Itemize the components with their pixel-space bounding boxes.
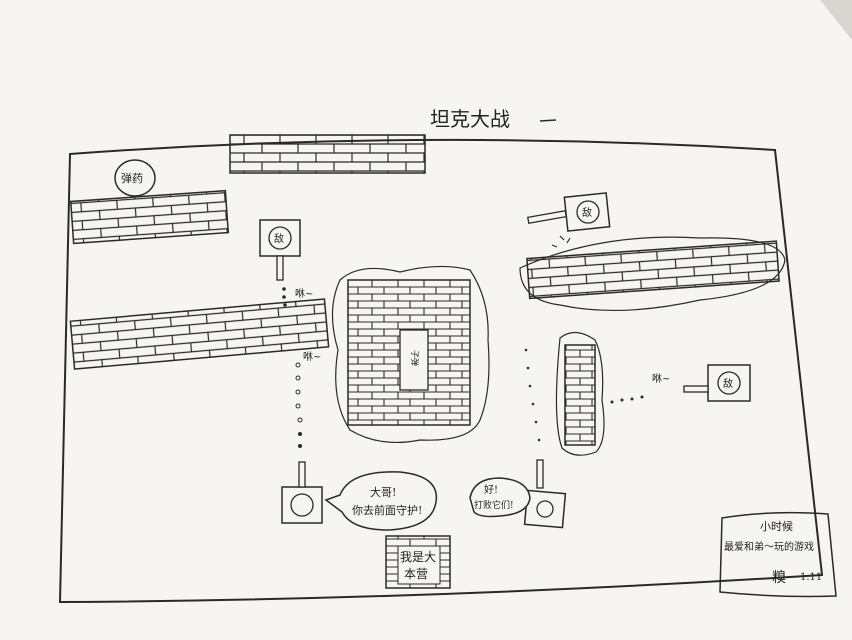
note-line2: 最爱和弟～玩的游戏 bbox=[724, 540, 814, 553]
enemy-tank-top-right: 敌 bbox=[527, 192, 611, 248]
sound-effect-right: 咻~ bbox=[652, 372, 670, 385]
fortress-scribble-outline bbox=[331, 265, 490, 444]
bullet-item-label: 弹药 bbox=[121, 171, 143, 185]
note-signature: 糗 bbox=[772, 570, 786, 586]
bullet-item: 弹药 bbox=[114, 159, 156, 197]
center-fortress: 子弹 bbox=[331, 265, 490, 444]
speech-right-line2: 打败它们! bbox=[474, 499, 514, 511]
enemy-tank-top-right-rubble bbox=[551, 235, 571, 248]
hq-label-line1: 我是大 bbox=[400, 550, 436, 564]
enemy-tank-top: 敌 咻~ bbox=[259, 219, 313, 307]
brick-wall-left-upper bbox=[69, 189, 230, 245]
note-date: 1.11 bbox=[800, 572, 822, 583]
sketch-title: 坦克大战 bbox=[430, 107, 510, 131]
speech-bubble-right: 好! 打败它们! bbox=[469, 477, 531, 518]
hq-label-line2: 本营 bbox=[404, 567, 428, 581]
sound-effect-top: 咻~ bbox=[295, 287, 313, 300]
player-tank-left: 咻~ bbox=[281, 350, 323, 524]
headquarters-base: 我是大 本营 bbox=[385, 535, 451, 589]
enemy-tank-right: 敌 咻~ bbox=[610, 364, 751, 404]
title-underline bbox=[539, 119, 557, 122]
speech-left-line2: 你去前面守护! bbox=[352, 503, 422, 517]
sound-effect-left: 咻~ bbox=[303, 350, 321, 363]
speech-left-line1: 大哥! bbox=[370, 485, 396, 499]
enemy-tank-top-right-label: 敌 bbox=[582, 206, 592, 219]
brick-wall-top bbox=[229, 134, 426, 174]
note-box: 小时候 最爱和弟～玩的游戏 糗 1.11 bbox=[719, 511, 837, 598]
fortress-center-label: 子弹 bbox=[410, 350, 420, 366]
note-line1: 小时候 bbox=[760, 519, 793, 533]
enemy-tank-right-label: 敌 bbox=[723, 377, 733, 390]
speech-bubble-left: 大哥! 你去前面守护! bbox=[324, 471, 438, 531]
brick-wall-left-lower bbox=[69, 298, 330, 370]
speech-right-line1: 好! bbox=[484, 484, 498, 496]
vertical-wall-scribble bbox=[555, 331, 605, 456]
brick-wall-right bbox=[519, 236, 786, 312]
enemy-tank-top-label: 敌 bbox=[274, 232, 284, 245]
brick-wall-right-vertical bbox=[555, 331, 605, 456]
